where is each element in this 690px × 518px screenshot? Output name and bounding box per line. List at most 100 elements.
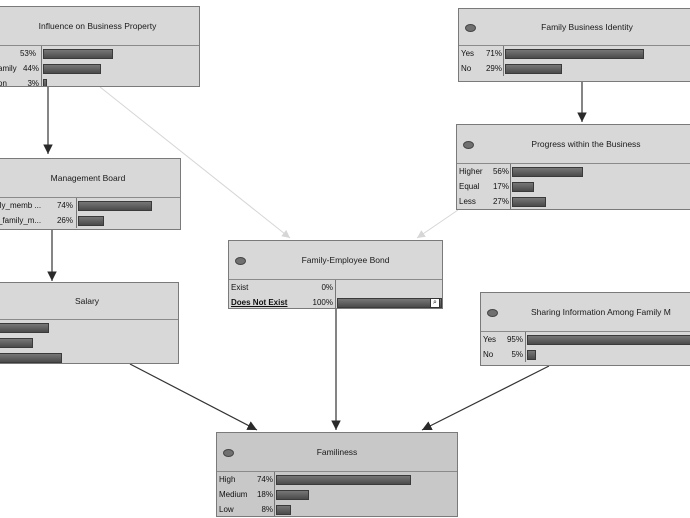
- node-family-employee-bond[interactable]: Family-Employee Bond Exist 0% Does Not E…: [228, 240, 443, 309]
- state-label: Yes: [483, 335, 497, 344]
- state-track: [274, 502, 457, 516]
- state-label: ily_memb ...: [0, 201, 42, 210]
- state-row[interactable]: 53%: [0, 46, 199, 61]
- state-bar: [505, 64, 562, 74]
- state-bar: [43, 64, 102, 74]
- node-management-board[interactable]: Management Board ily_memb ... 74% _famil…: [0, 158, 181, 230]
- state-row[interactable]: [0, 335, 178, 350]
- state-track: [0, 320, 178, 335]
- state-bar: [505, 49, 645, 59]
- state-pct: 8%: [261, 505, 273, 514]
- state-track: [41, 76, 199, 86]
- state-label: No: [461, 64, 472, 73]
- state-label: Medium: [219, 490, 248, 499]
- state-row[interactable]: High 74%: [217, 472, 457, 487]
- state-label: on: [0, 79, 7, 87]
- state-row[interactable]: ily_memb ... 74%: [0, 198, 180, 213]
- node-header: Influence on Business Property: [0, 7, 199, 46]
- node-status-dot: [465, 24, 476, 32]
- node-status-dot: [463, 141, 474, 149]
- state-bar: [276, 490, 309, 500]
- state-track: [335, 280, 442, 295]
- state-row[interactable]: Yes 95%: [481, 332, 690, 347]
- state-label: Yes: [461, 49, 475, 58]
- state-pct: 53%: [19, 49, 36, 58]
- state-track: [525, 332, 690, 347]
- node-salary[interactable]: Salary: [0, 282, 179, 364]
- state-bar: [43, 49, 113, 59]
- state-row[interactable]: _family_m... 26%: [0, 213, 180, 228]
- state-bar: [78, 216, 104, 226]
- node-title: Management Board: [50, 173, 126, 183]
- state-pct: 18%: [256, 490, 273, 499]
- state-pct: 0%: [321, 283, 333, 292]
- state-pct: 3%: [27, 79, 39, 87]
- state-row[interactable]: Medium 18%: [217, 487, 457, 502]
- node-title: Family Business Identity: [541, 22, 633, 32]
- state-track: [274, 487, 457, 502]
- node-sharing-information[interactable]: Sharing Information Among Family M Yes 9…: [480, 292, 690, 366]
- state-track: [510, 179, 690, 194]
- state-label: Low: [219, 505, 234, 514]
- state-track: [525, 347, 690, 362]
- state-label: _family_m...: [0, 216, 42, 225]
- state-bar: [512, 182, 534, 192]
- state-track: [76, 213, 180, 228]
- node-family-business-identity[interactable]: Family Business Identity Yes 71% No 29%: [458, 8, 690, 82]
- state-row-selected[interactable]: Does Not Exist 100% ⌕: [229, 295, 442, 308]
- state-pct: 95%: [506, 335, 523, 344]
- node-title: Family-Employee Bond: [301, 255, 390, 265]
- state-bar: [0, 338, 34, 348]
- state-row[interactable]: Low 8%: [217, 502, 457, 516]
- state-label: No: [483, 350, 494, 359]
- state-pct: 44%: [23, 64, 39, 73]
- state-row[interactable]: [0, 350, 178, 363]
- state-bar: [276, 475, 411, 485]
- state-track: [503, 61, 690, 76]
- state-track: [503, 46, 690, 61]
- node-title: Sharing Information Among Family M: [531, 307, 671, 317]
- edge-salary-to-familiness: [129, 363, 258, 431]
- state-row[interactable]: [0, 320, 178, 335]
- state-track: [0, 335, 178, 350]
- state-row[interactable]: Equal 17%: [457, 179, 690, 194]
- node-progress-within-the-business[interactable]: Progress within the Business Higher 56% …: [456, 124, 690, 210]
- state-label: amily: [0, 64, 17, 73]
- magnifier-icon[interactable]: ⌕: [430, 298, 440, 308]
- node-status-dot: [235, 257, 246, 265]
- state-bar: [512, 197, 547, 207]
- state-row[interactable]: Exist 0%: [229, 280, 442, 295]
- node-title: Influence on Business Property: [38, 21, 157, 31]
- node-header: Sharing Information Among Family M: [481, 293, 690, 332]
- state-pct: 74%: [256, 475, 273, 484]
- node-status-dot: [223, 449, 234, 457]
- edge-influence-to-bond: [99, 86, 291, 239]
- state-row[interactable]: No 5%: [481, 347, 690, 362]
- node-status-dot: [487, 309, 498, 317]
- state-pct: 17%: [492, 182, 509, 191]
- state-pct: 27%: [492, 197, 509, 206]
- state-track: [510, 194, 690, 209]
- state-track: [0, 350, 178, 363]
- state-label: Does Not Exist: [231, 298, 288, 307]
- state-row[interactable]: amily 44%: [0, 61, 199, 76]
- state-bar: [337, 298, 442, 308]
- state-label: Exist: [231, 283, 249, 292]
- state-track: [41, 46, 199, 61]
- state-track: [274, 472, 457, 487]
- state-pct: 71%: [485, 49, 502, 58]
- state-row[interactable]: No 29%: [459, 61, 690, 76]
- node-title: Progress within the Business: [531, 139, 641, 149]
- state-bar: [0, 323, 49, 333]
- state-track: [76, 198, 180, 213]
- node-influence-on-business-property[interactable]: Influence on Business Property 53% amily…: [0, 6, 200, 87]
- state-row[interactable]: Yes 71%: [459, 46, 690, 61]
- state-row[interactable]: Less 27%: [457, 194, 690, 209]
- node-familiness[interactable]: Familiness High 74% Medium 18% Low 8%: [216, 432, 458, 517]
- edge-progress-to-bond: [416, 209, 459, 239]
- state-row[interactable]: Higher 56%: [457, 164, 690, 179]
- state-bar: [276, 505, 291, 515]
- state-bar: [527, 335, 690, 345]
- edge-sharing-to-familiness: [421, 365, 550, 431]
- state-row[interactable]: on 3%: [0, 76, 199, 87]
